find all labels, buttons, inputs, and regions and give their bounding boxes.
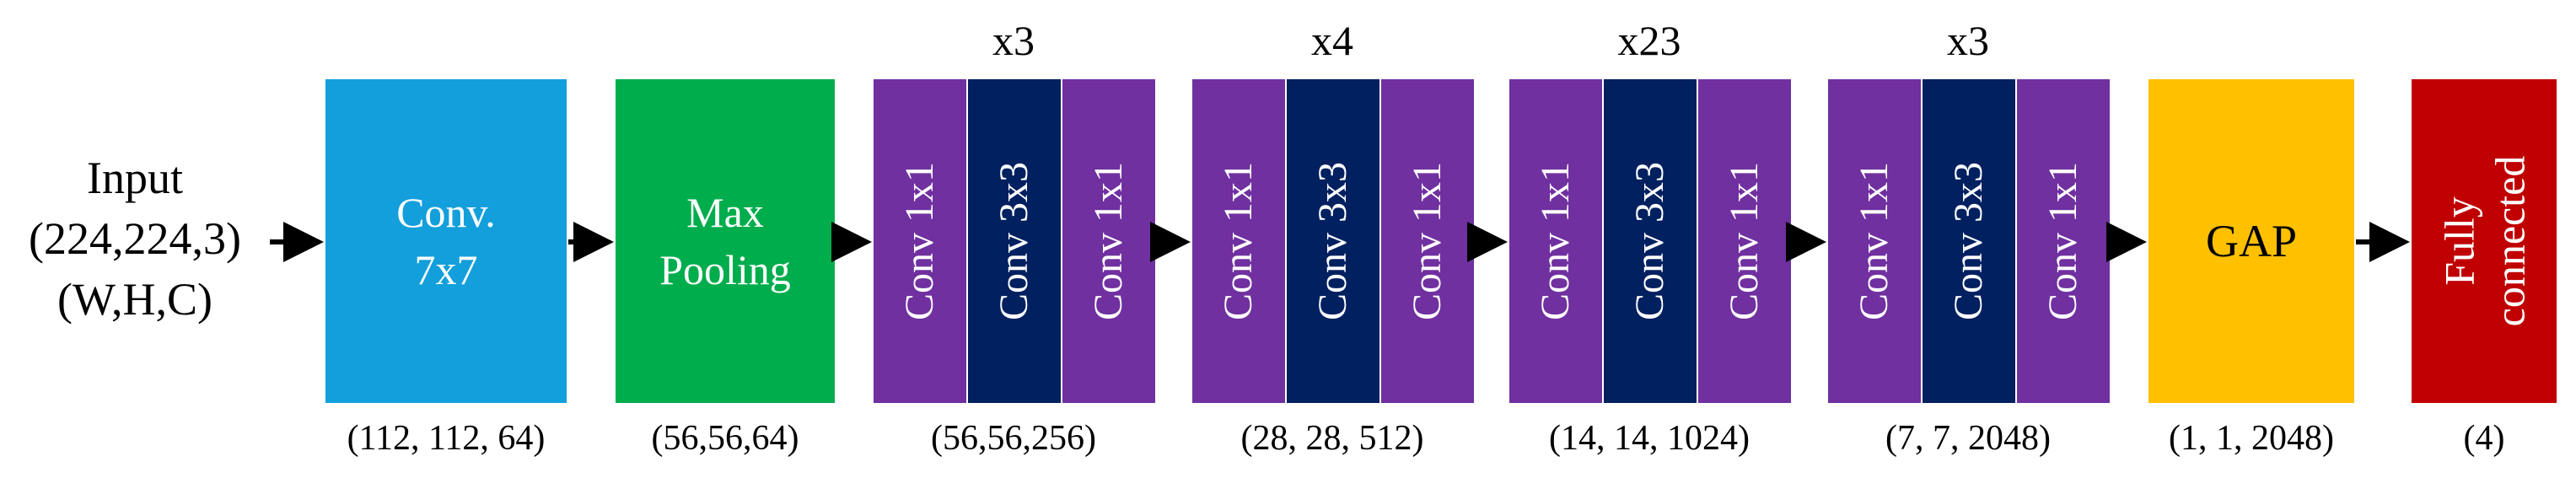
stage1-block: Conv 1x1 Conv 3x3 Conv 1x1 [874,79,1155,403]
stage3-conv3x3: Conv 3x3 [1602,79,1697,403]
stage3-block: Conv 1x1 Conv 3x3 Conv 1x1 [1509,79,1791,403]
shape-label-conv7: (112, 112, 64) [347,419,546,458]
gap-label: GAP [2205,216,2298,266]
maxpool-line2: Pooling [659,246,791,293]
shape-label-fc: (4) [2463,419,2505,458]
shape-label-stage2: (28, 28, 512) [1240,419,1424,458]
stage3-conv1x1-a: Conv 1x1 [1509,79,1602,403]
stage2-conv3x3: Conv 3x3 [1285,79,1379,403]
stage2-conv1x1-b: Conv 1x1 [1379,79,1474,403]
input-label: Input (224,224,3) (W,H,C) [8,148,261,330]
stage4-block: Conv 1x1 Conv 3x3 Conv 1x1 [1828,79,2110,403]
conv7x7-line1: Conv. [396,189,496,236]
shape-label-stage1: (56,56,256) [931,419,1096,458]
stage4-repeat: x3 [1947,17,1989,64]
stage1-repeat: x3 [992,17,1035,64]
stage3-repeat: x23 [1617,17,1681,64]
stage1-conv3x3: Conv 3x3 [966,79,1061,403]
stage3-conv1x1-b: Conv 1x1 [1697,79,1791,403]
input-format: (W,H,C) [57,274,212,325]
conv7x7-line2: 7x7 [414,246,478,293]
stage1-conv1x1-b: Conv 1x1 [1061,79,1155,403]
stage4-conv3x3: Conv 3x3 [1921,79,2015,403]
input-title: Input [87,153,183,203]
gap-block: GAP [2148,79,2354,403]
maxpool-block: Max Pooling [616,79,835,403]
stage1-conv1x1-a: Conv 1x1 [874,79,966,403]
stage2-conv1x1-a: Conv 1x1 [1192,79,1285,403]
stage2-block: Conv 1x1 Conv 3x3 Conv 1x1 [1192,79,1474,403]
fully-connected-block: Fully connected [2412,79,2557,403]
stage4-conv1x1-a: Conv 1x1 [1828,79,1921,403]
input-shape: (224,224,3) [29,213,241,264]
stage2-repeat: x4 [1311,17,1353,64]
stage4-conv1x1-b: Conv 1x1 [2015,79,2110,403]
shape-label-maxpool: (56,56,64) [651,419,799,458]
conv7x7-block: Conv. 7x7 [325,79,567,403]
shape-label-stage4: (7, 7, 2048) [1885,419,2051,458]
shape-label-gap: (1, 1, 2048) [2169,419,2334,458]
maxpool-line1: Max [686,189,764,236]
shape-label-stage3: (14, 14, 1024) [1549,419,1750,458]
